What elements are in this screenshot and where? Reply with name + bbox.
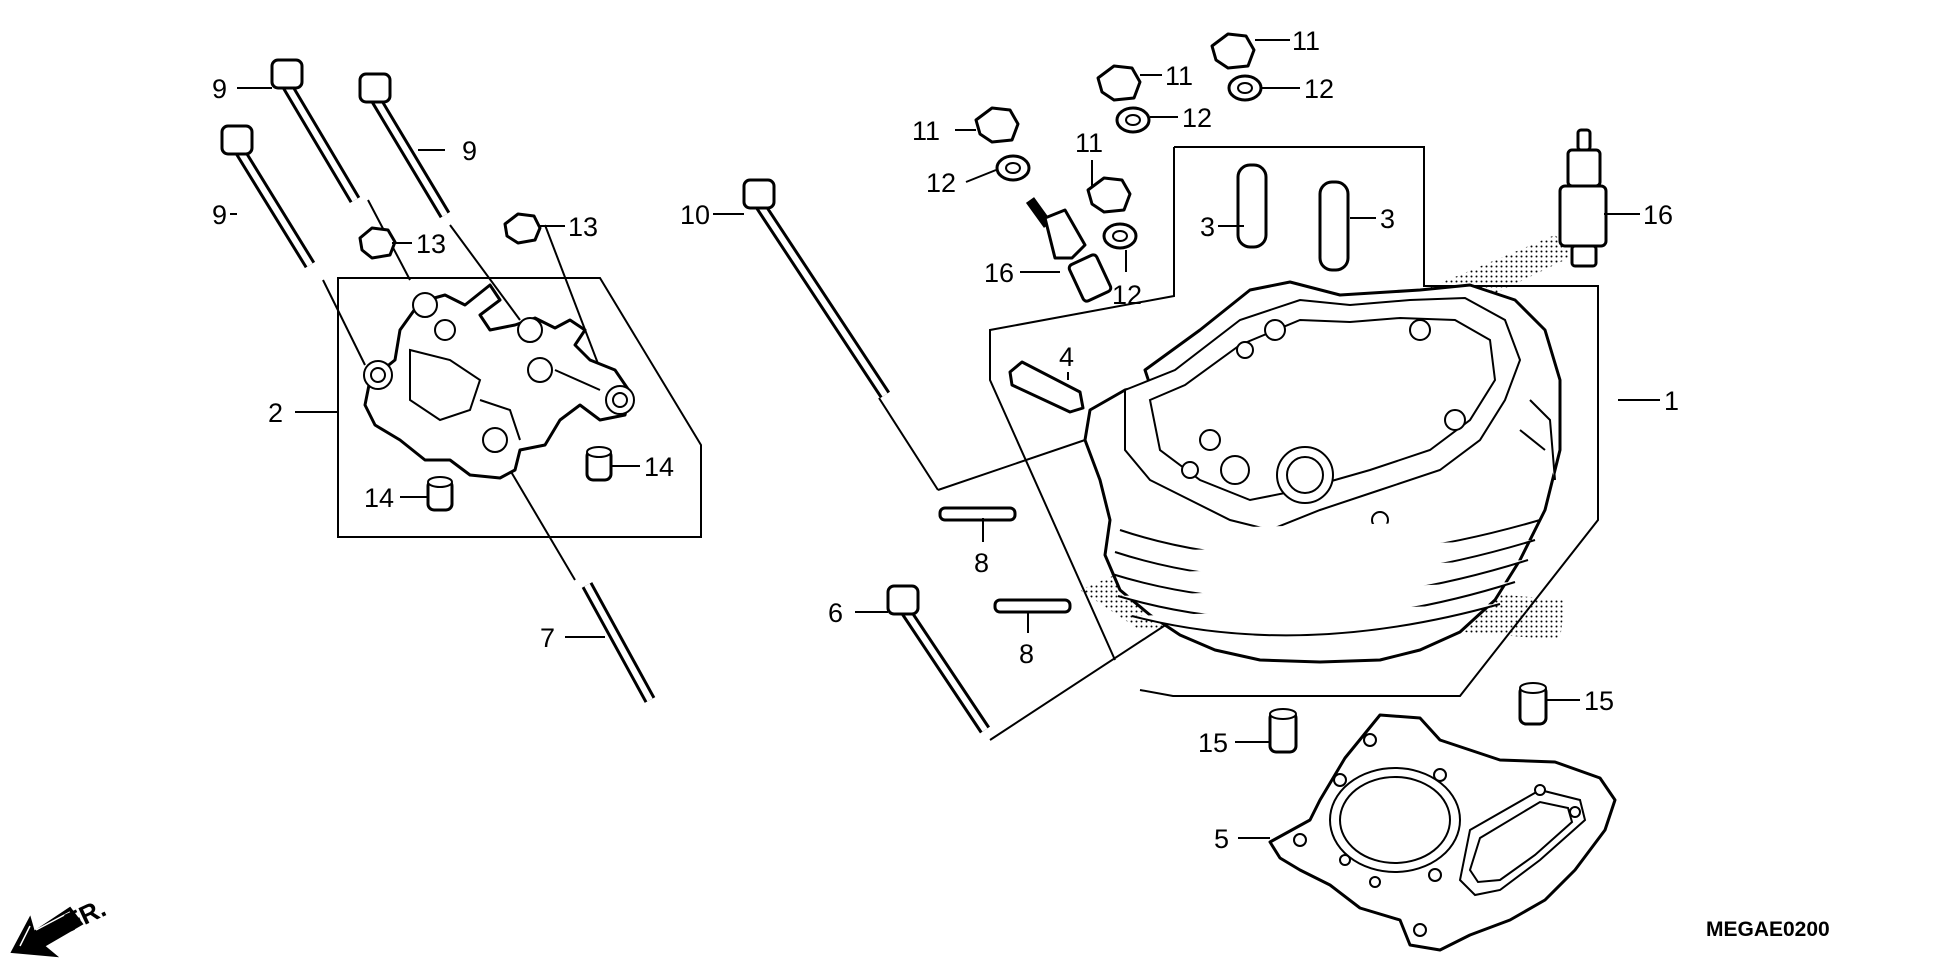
nut-13-right <box>503 212 542 245</box>
callout-9-top: 9 <box>212 74 227 104</box>
nut-13-left <box>358 226 397 260</box>
callout-14-right: 14 <box>644 452 674 482</box>
callout-labels: 1 2 3 3 4 5 6 7 8 8 9 9 9 10 11 11 11 11… <box>212 26 1679 854</box>
dowel-pin-14-right <box>585 446 613 482</box>
nut-11-c <box>974 106 1020 144</box>
dowel-pin-14-left <box>426 476 454 512</box>
callout-9-middle: 9 <box>462 136 477 166</box>
nut-11-a <box>1210 32 1256 70</box>
dowel-15-left <box>1268 708 1298 754</box>
valve-guide-4 <box>1008 360 1085 414</box>
diagram-code: MEGAE0200 <box>1706 918 1830 941</box>
assembly-frame-rocker <box>337 277 702 538</box>
rocker-arm-assembly <box>363 283 635 480</box>
callout-13-left: 13 <box>416 229 446 259</box>
callout-15-left: 15 <box>1198 728 1228 758</box>
bolt-9-top <box>270 58 361 204</box>
callout-4: 4 <box>1059 342 1074 372</box>
washer-12-d <box>1102 222 1138 250</box>
callout-3-right: 3 <box>1380 204 1395 234</box>
callout-2: 2 <box>268 398 283 428</box>
nut-11-b <box>1096 64 1142 102</box>
callout-11-d: 11 <box>1075 128 1103 158</box>
callout-7: 7 <box>540 623 555 653</box>
nut-11-d <box>1086 176 1132 214</box>
bolt-10 <box>742 178 891 399</box>
front-direction-arrow-icon <box>10 906 84 958</box>
head-gasket <box>1268 713 1617 952</box>
spark-plug-16-right <box>1558 128 1608 268</box>
spark-plug-16-left <box>1025 197 1113 303</box>
callout-8-top: 8 <box>974 548 989 578</box>
callout-12-a: 12 <box>1304 74 1334 104</box>
cylinder-head <box>1083 280 1562 664</box>
valve-guide-3-right <box>1318 180 1350 272</box>
callout-12-c: 12 <box>926 168 956 198</box>
dowel-15-right <box>1518 682 1548 726</box>
callout-15-right: 15 <box>1584 686 1614 716</box>
callout-8-bottom: 8 <box>1019 639 1034 669</box>
callout-leaders <box>230 39 1660 839</box>
assembly-guides <box>322 199 1281 741</box>
callout-6: 6 <box>828 598 843 628</box>
callout-1: 1 <box>1664 386 1679 416</box>
stud-7 <box>581 582 656 703</box>
valve-guide-3-left <box>1236 163 1268 249</box>
callout-11-c: 11 <box>912 116 940 146</box>
bolt-6 <box>886 584 990 734</box>
callout-12-b: 12 <box>1182 103 1212 133</box>
bolt-9-middle <box>358 72 451 219</box>
stud-8-top <box>938 506 1017 522</box>
bolt-9-left <box>220 124 316 269</box>
callout-13-right: 13 <box>568 212 598 242</box>
callout-16-right: 16 <box>1643 200 1673 230</box>
callout-14-left: 14 <box>364 483 394 513</box>
washer-12-b <box>1115 106 1151 134</box>
stud-8-bottom <box>993 598 1072 614</box>
callout-11-a: 11 <box>1292 26 1320 56</box>
callout-12-d: 12 <box>1112 280 1142 310</box>
callout-3-left: 3 <box>1200 212 1215 242</box>
callout-11-b: 11 <box>1165 61 1193 91</box>
assembly-frame-head <box>989 146 1599 697</box>
callout-5: 5 <box>1214 824 1229 854</box>
callout-10: 10 <box>680 200 710 230</box>
washer-12-a <box>1227 74 1263 102</box>
washer-12-c <box>995 154 1031 182</box>
callout-9-left: 9 <box>212 200 227 230</box>
callout-16-left: 16 <box>984 258 1014 288</box>
